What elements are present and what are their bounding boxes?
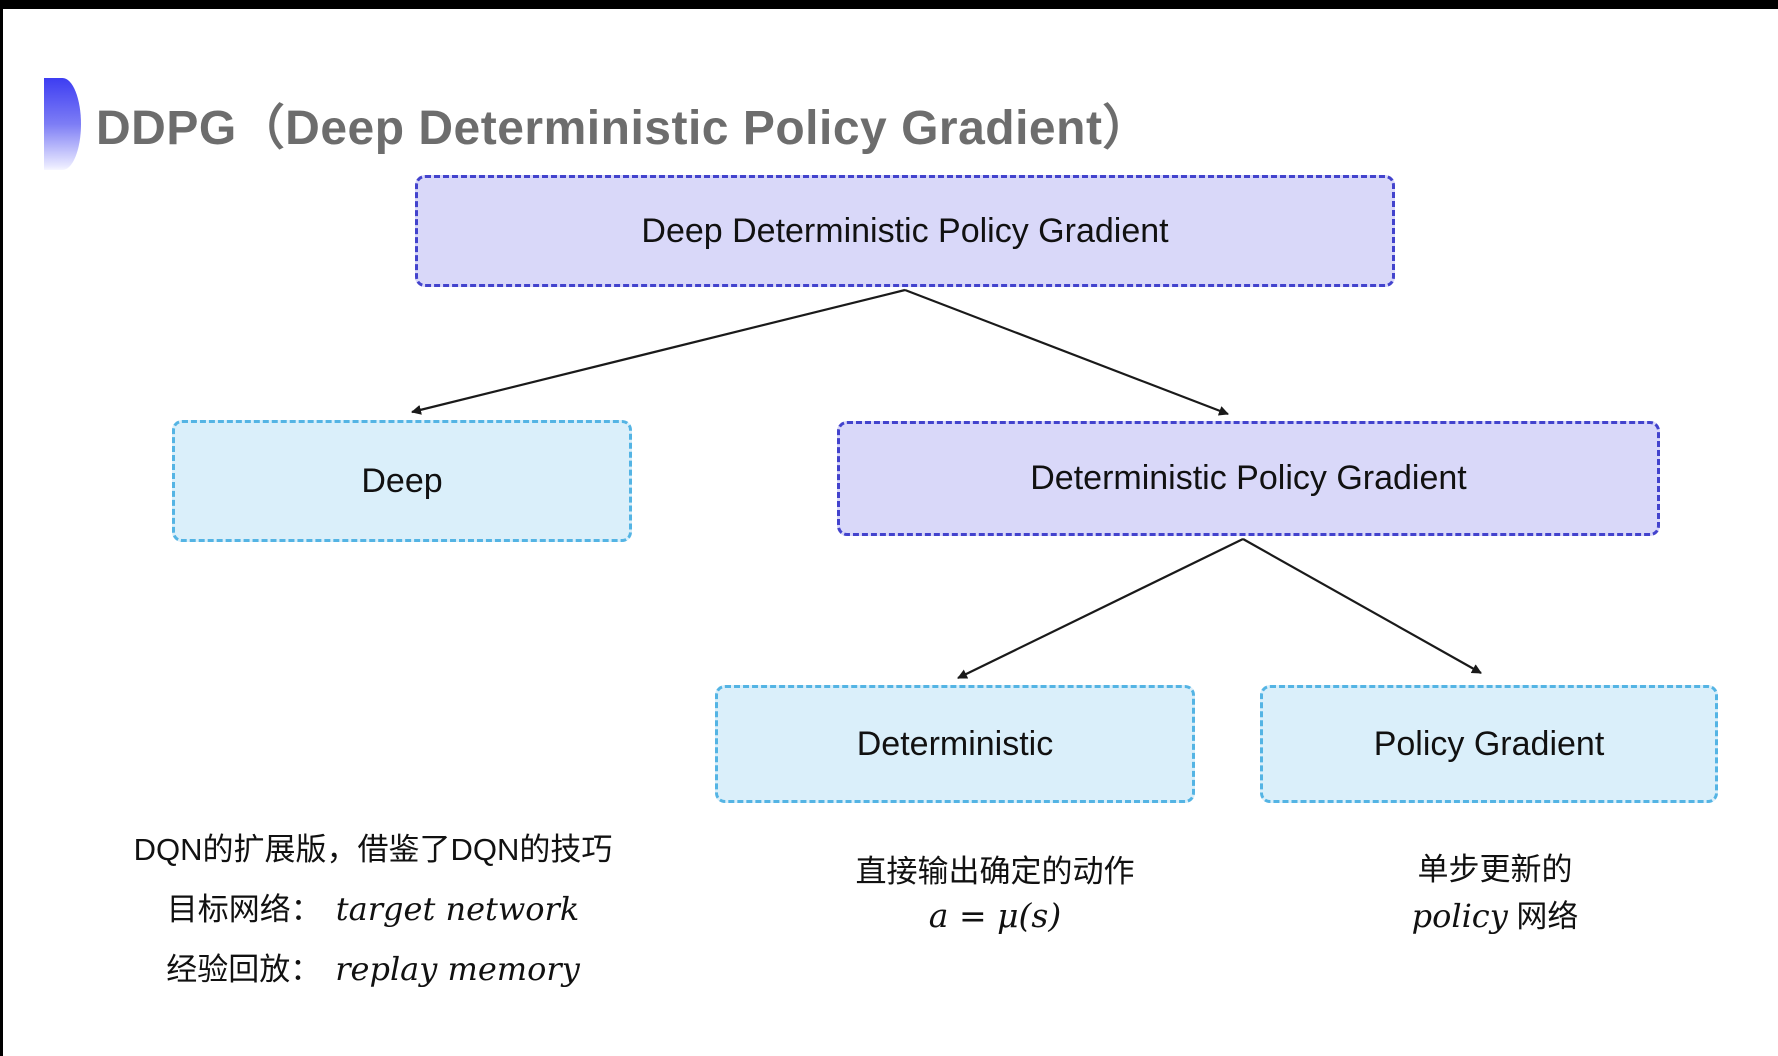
note-deep-line1: DQN的扩展版，借鉴了DQN的技巧 xyxy=(133,832,613,867)
node-label: Deterministic Policy Gradient xyxy=(1030,459,1467,497)
note-policy-gradient: 单步更新的 policy 网络 xyxy=(1330,850,1660,937)
note-det-line1: 直接输出确定的动作 xyxy=(855,854,1135,889)
node-label: Policy Gradient xyxy=(1373,724,1605,763)
node-policy-gradient: Policy Gradient xyxy=(1260,685,1718,803)
note-pg-line2-term: policy xyxy=(1411,897,1508,935)
edge-dpg-pg xyxy=(1242,538,1482,674)
node-deep: Deep xyxy=(172,420,632,542)
note-pg-line1: 单步更新的 xyxy=(1417,852,1573,887)
node-label: Deterministic xyxy=(856,724,1054,763)
edge-root-dpg xyxy=(904,288,1229,416)
node-deterministic-policy-gradient: Deterministic Policy Gradient xyxy=(837,421,1660,536)
letterbox-top-bar xyxy=(0,0,1778,9)
note-deep-line3: 经验回放： replay memory xyxy=(166,949,580,990)
note-deterministic: 直接输出确定的动作 a = μ(s) xyxy=(800,852,1190,936)
edge-root-deep xyxy=(411,288,906,415)
node-deterministic: Deterministic xyxy=(715,685,1195,803)
note-deep: DQN的扩展版，借鉴了DQN的技巧 目标网络： target network 经验… xyxy=(118,830,628,990)
note-pg-line2-suffix: 网络 xyxy=(1507,899,1579,934)
letterbox-left-bar xyxy=(0,0,3,1056)
note-pg-line2: policy 网络 xyxy=(1412,896,1579,937)
note-det-formula: a = μ(s) xyxy=(928,896,1062,935)
node-label: Deep Deterministic Policy Gradient xyxy=(641,211,1169,250)
gradient-semicircle-bullet-icon xyxy=(44,78,81,170)
node-label: Deep xyxy=(361,461,443,500)
page-title: DDPG（Deep Deterministic Policy Gradient） xyxy=(96,102,1151,155)
edge-dpg-det xyxy=(957,538,1244,679)
note-deep-line2-label: 目标网络： xyxy=(166,892,322,927)
note-deep-line2: 目标网络： target network xyxy=(167,889,579,930)
note-deep-line3-term: replay memory xyxy=(335,950,580,988)
note-deep-line3-label: 经验回放： xyxy=(166,952,322,987)
node-deep-deterministic-policy-gradient: Deep Deterministic Policy Gradient xyxy=(415,175,1395,287)
note-deep-line2-term: target network xyxy=(335,890,580,928)
